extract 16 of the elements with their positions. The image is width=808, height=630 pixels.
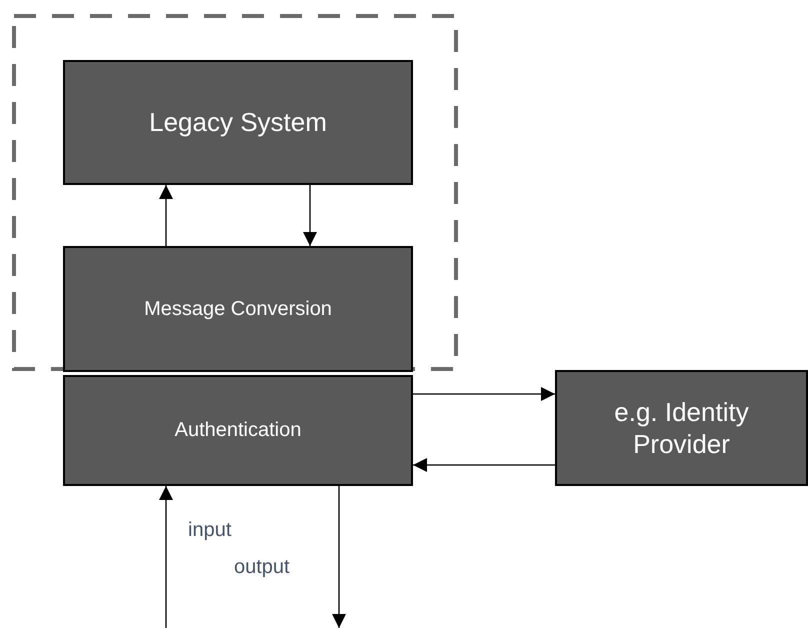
- process-box: [63, 375, 413, 486]
- box-label: Message Conversion: [144, 296, 332, 322]
- edge-label: input: [186, 519, 234, 542]
- arrow: [332, 486, 346, 628]
- box-label: Legacy System: [149, 106, 327, 139]
- process-box: [63, 246, 413, 372]
- box-label: Authentication: [174, 418, 302, 443]
- process-box: [555, 370, 808, 486]
- arrow: [413, 458, 555, 472]
- arrow: [159, 486, 173, 628]
- arrow: [413, 387, 555, 401]
- box-label: e.g. Identity Provider: [613, 396, 750, 460]
- arrow: [303, 185, 317, 246]
- process-box: [63, 60, 413, 185]
- arrow: [159, 185, 173, 246]
- dashed-boundary: [12, 14, 458, 371]
